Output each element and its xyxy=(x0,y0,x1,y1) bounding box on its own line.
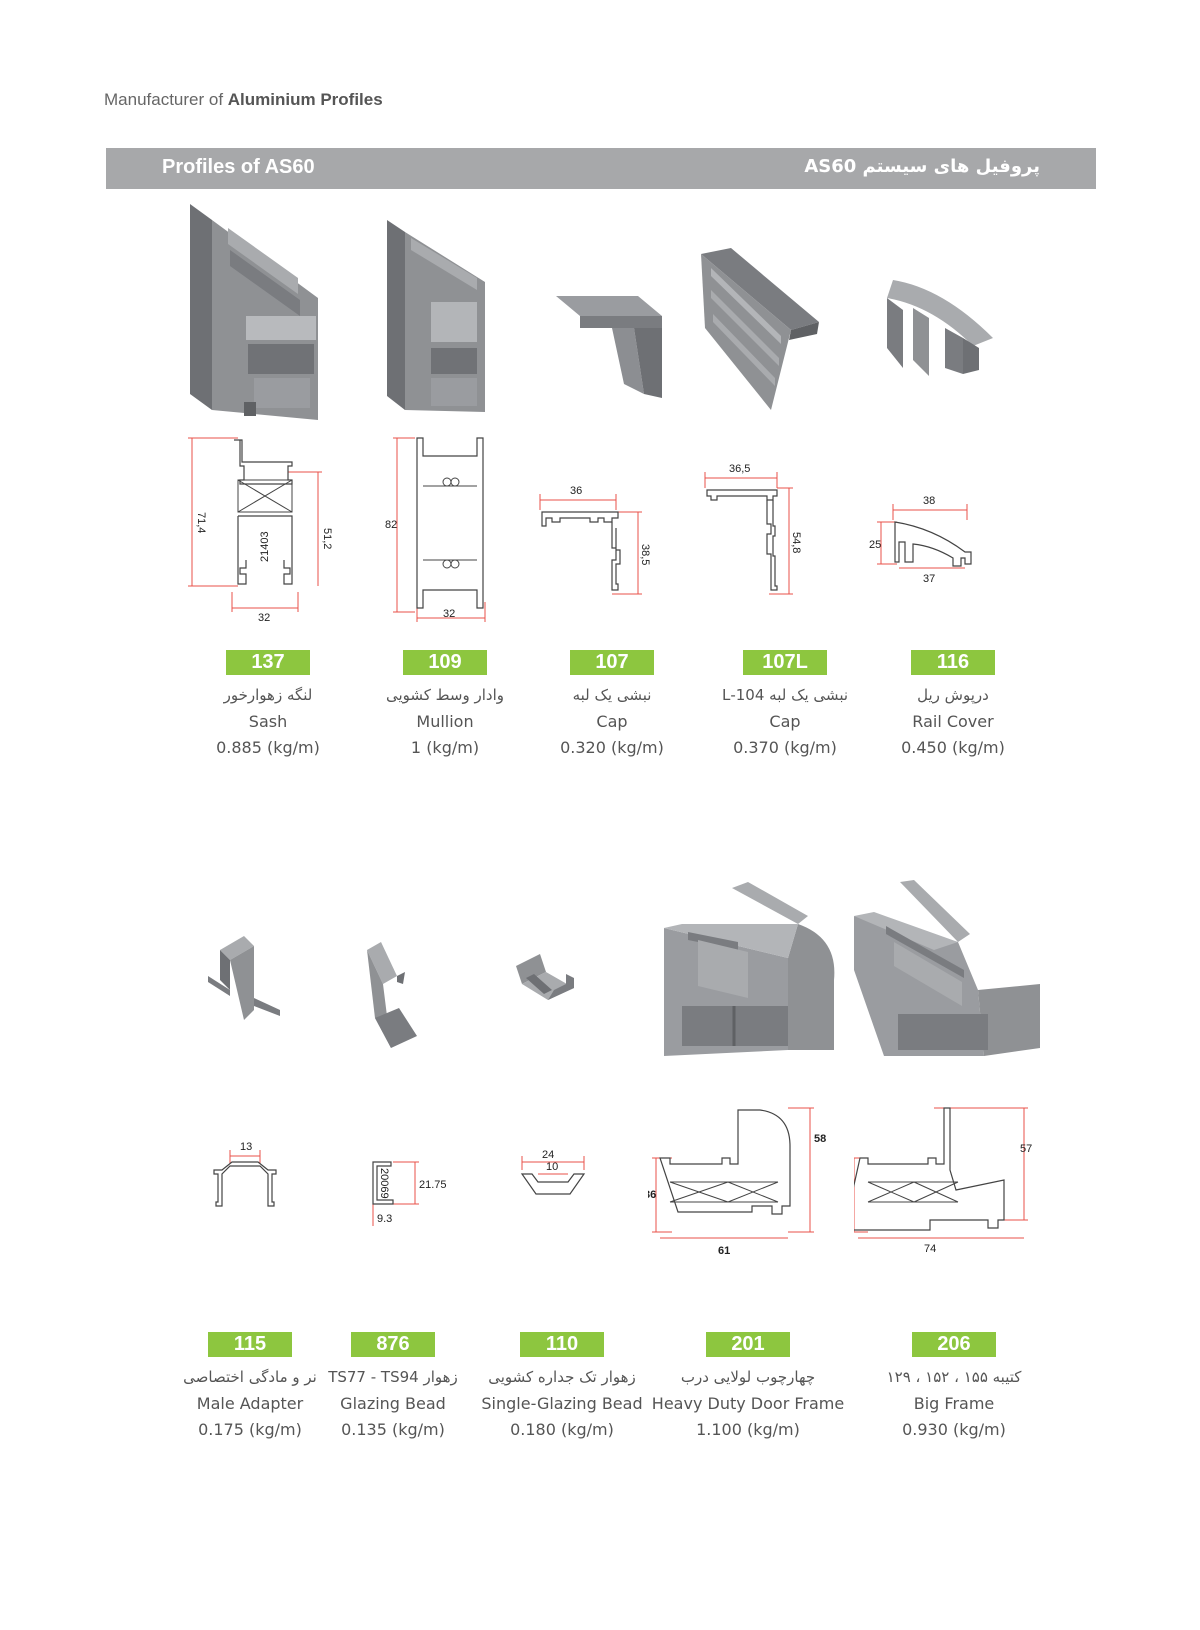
profile-render-image xyxy=(190,204,318,420)
dim-label: 51,2 xyxy=(321,528,333,549)
product-name-fa: وادار وسط کشویی xyxy=(385,686,505,704)
dim-label: 10 xyxy=(546,1161,558,1173)
dim-label: 21403 xyxy=(259,531,271,562)
profile-drawing: 57 35 74 xyxy=(854,1107,1032,1255)
product-weight: 0.930 (kg/m) xyxy=(902,1420,1006,1439)
product-name-fa: کتیبه ۱۵۵ ، ۱۵۲ ، ۱۲۹ xyxy=(886,1368,1022,1386)
product-weight: 1.100 (kg/m) xyxy=(696,1420,800,1439)
dim-label: 82 xyxy=(385,519,397,531)
product-weight: 0.885 (kg/m) xyxy=(216,738,320,757)
product-name-en: Rail Cover xyxy=(912,712,994,731)
dim-label: 36 xyxy=(648,1189,656,1201)
dim-label: 25 xyxy=(869,539,881,551)
dim-label: 32 xyxy=(443,608,455,620)
product-name-fa: زهوار تک جداره کشویی xyxy=(488,1368,636,1386)
product-code-badge: 137 xyxy=(226,650,310,675)
product-name-en: Male Adapter xyxy=(196,1394,304,1413)
profile-render-image xyxy=(887,280,993,376)
product-name-fa: چهارچوب لولایی درب xyxy=(680,1368,816,1386)
dim-label: 54,8 xyxy=(790,532,802,553)
profile-drawing: 36,5 54,8 xyxy=(704,463,802,595)
product-weight: 0.180 (kg/m) xyxy=(510,1420,614,1439)
profile-render-image xyxy=(556,296,662,398)
dim-label: 37 xyxy=(923,573,935,585)
product-weight: 1 (kg/m) xyxy=(410,738,480,757)
dim-label: 21.75 xyxy=(419,1179,447,1191)
product-name-en: Heavy Duty Door Frame xyxy=(651,1394,845,1413)
profile-render-image xyxy=(854,880,1040,1056)
product-weight: 0.175 (kg/m) xyxy=(198,1420,302,1439)
product-name-en: Glazing Bead xyxy=(340,1394,446,1413)
product-name-fa: لنگه زهوارخور xyxy=(223,686,313,704)
dim-label: 20069 xyxy=(378,1168,390,1199)
product-name-fa: نر و مادگی اختصاصی xyxy=(183,1368,317,1386)
product-code-badge: 206 xyxy=(912,1332,996,1357)
product-weight: 0.370 (kg/m) xyxy=(733,738,837,757)
product-name-fa: درپوش ریل xyxy=(917,686,989,704)
dim-label: 13 xyxy=(240,1141,252,1153)
profile-render-image xyxy=(208,936,280,1020)
profile-render-image xyxy=(701,248,819,410)
product-name-en: Big Frame xyxy=(913,1394,995,1413)
profile-drawing: 58 36 61 xyxy=(648,1107,826,1257)
product-code-badge: 107 xyxy=(570,650,654,675)
product-code-badge: 201 xyxy=(706,1332,790,1357)
dim-label: 38 xyxy=(923,495,935,507)
product-weight: 0.450 (kg/m) xyxy=(901,738,1005,757)
product-weight: 0.320 (kg/m) xyxy=(560,738,664,757)
product-code-badge: 115 xyxy=(208,1332,292,1357)
profile-drawing: 20069 21.75 9.3 xyxy=(372,1161,447,1226)
profile-drawing: 13 xyxy=(213,1141,277,1207)
banner-title-en: Profiles of AS60 xyxy=(162,156,315,178)
product-weight: 0.135 (kg/m) xyxy=(341,1420,445,1439)
dim-label: 24 xyxy=(542,1149,554,1161)
product-name-fa: نبشی یک لبه xyxy=(572,686,652,704)
dim-label: 74 xyxy=(924,1243,936,1255)
product-name-en: Cap xyxy=(769,712,801,731)
dim-label: 36 xyxy=(570,485,582,497)
profile-render-image xyxy=(367,942,417,1048)
product-code-badge: 876 xyxy=(351,1332,435,1357)
product-code-badge: 109 xyxy=(403,650,487,675)
product-name-fa: نبشی یک لبه 104-L xyxy=(721,686,849,704)
dim-label: 58 xyxy=(814,1133,826,1145)
profile-drawing: 36 38,5 xyxy=(539,485,651,595)
product-code-badge: 110 xyxy=(520,1332,604,1357)
banner-title-fa: پروفیل های سیستم AS60 xyxy=(804,156,1040,177)
product-name-en: Cap xyxy=(596,712,628,731)
dim-label: 57 xyxy=(1020,1143,1032,1155)
profile-render-image xyxy=(516,954,574,1000)
product-code-badge: 107L xyxy=(743,650,827,675)
product-name-en: Mullion xyxy=(416,712,474,731)
product-name-en: Single-Glazing Bead xyxy=(481,1394,643,1413)
product-name-fa: زهوار TS77 - TS94 xyxy=(328,1368,458,1386)
product-code-badge: 116 xyxy=(911,650,995,675)
profile-drawing: 71,4 51,2 32 21403 xyxy=(188,437,333,622)
dim-label: 9.3 xyxy=(377,1213,392,1225)
section-banner: Profiles of AS60 پروفیل های سیستم AS60 xyxy=(106,148,1096,189)
brand-line: Manufacturer of Aluminium Profiles xyxy=(104,90,383,109)
dim-label: 32 xyxy=(258,612,270,622)
profile-drawing: 24 10 xyxy=(520,1149,586,1195)
profile-drawing: 38 25 37 xyxy=(869,495,972,585)
dim-label: 38,5 xyxy=(639,544,651,565)
dim-label: 71,4 xyxy=(195,512,207,533)
profile-render-image xyxy=(387,220,485,412)
dim-label: 61 xyxy=(718,1245,730,1257)
dim-label: 36,5 xyxy=(729,463,750,475)
product-name-en: Sash xyxy=(248,712,288,731)
profile-drawing: 82 32 xyxy=(385,437,486,622)
profile-render-image xyxy=(664,882,835,1056)
